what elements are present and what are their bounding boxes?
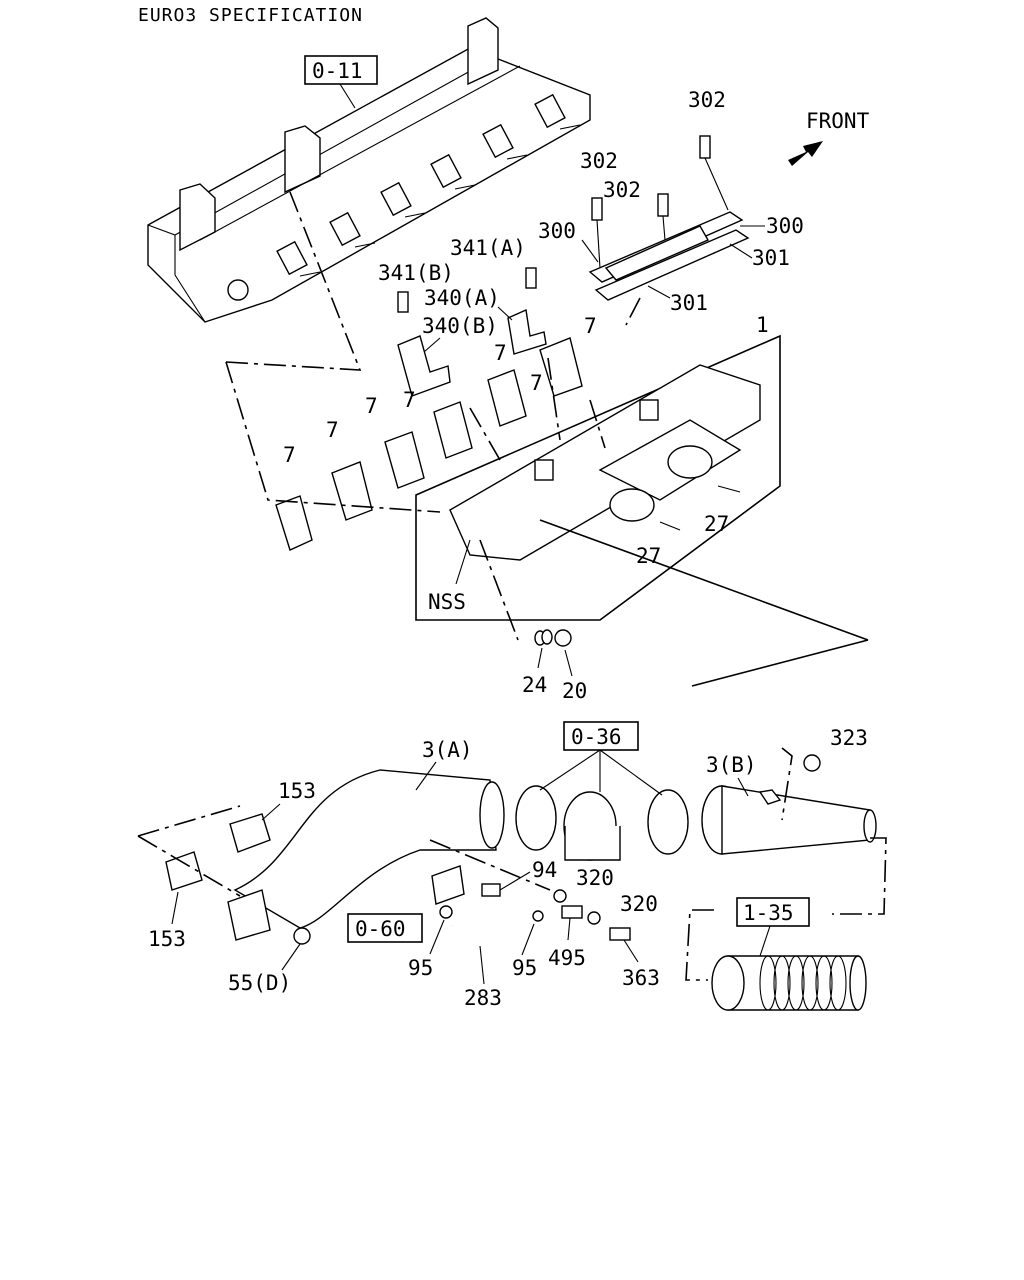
callout-7: 7 [584, 314, 597, 338]
specification-title: EURO3 SPECIFICATION [138, 5, 363, 26]
callout-300: 300 [766, 214, 804, 238]
callout-94: 94 [532, 858, 557, 882]
callout-95: 95 [512, 956, 537, 980]
callout-320: 320 [576, 866, 614, 890]
ref-box-0-11[interactable] [304, 55, 378, 85]
callout-363: 363 [622, 966, 660, 990]
callout-153: 153 [148, 927, 186, 951]
callout-1: 1 [756, 313, 769, 337]
ref-box-0-36[interactable] [563, 721, 639, 751]
gaskets-153 [165, 813, 271, 891]
callout-283: 283 [464, 986, 502, 1010]
callout-3a: 3(A) [422, 738, 473, 762]
callout-340a: 340(A) [424, 286, 500, 310]
callout-7: 7 [530, 371, 543, 395]
cylinder-head [147, 17, 591, 323]
callout-320: 320 [620, 892, 658, 916]
callout-300: 300 [538, 219, 576, 243]
callout-7: 7 [283, 443, 296, 467]
callout-302: 302 [603, 178, 641, 202]
ref-box-1-35[interactable] [736, 897, 810, 927]
callout-341b: 341(B) [378, 261, 454, 285]
callout-27: 27 [704, 512, 729, 536]
exhaust-manifold [449, 364, 761, 561]
ref-label-1-35: 1-35 [743, 901, 794, 925]
callout-7: 7 [365, 394, 378, 418]
manifold-group-frame [415, 334, 781, 621]
callout-nss: NSS [428, 590, 466, 614]
callout-7: 7 [403, 388, 416, 412]
callout-153: 153 [278, 779, 316, 803]
nut-and-washer [534, 629, 572, 647]
callout-302: 302 [580, 149, 618, 173]
callout-341a: 341(A) [450, 236, 526, 260]
callout-95: 95 [408, 956, 433, 980]
front-label: FRONT [806, 109, 870, 133]
callout-302: 302 [688, 88, 726, 112]
exhaust-pipe-3a [227, 769, 505, 945]
callout-301: 301 [752, 246, 790, 270]
sensor-bracket [431, 865, 501, 919]
callout-20: 20 [562, 679, 587, 703]
callout-340b: 340(B) [422, 314, 498, 338]
ref-label-0-60: 0-60 [355, 917, 406, 941]
callout-301: 301 [670, 291, 708, 315]
callout-3b: 3(B) [706, 753, 757, 777]
small-brackets [397, 267, 547, 397]
ref-label-0-11: 0-11 [312, 59, 363, 83]
callout-7: 7 [494, 341, 507, 365]
callout-495: 495 [548, 946, 586, 970]
bracket-assembly [588, 135, 750, 301]
flexible-bellows [711, 955, 867, 1011]
callout-55d: 55(D) [228, 971, 291, 995]
exhaust-pipe-3b [701, 754, 877, 855]
callout-323: 323 [830, 726, 868, 750]
front-arrow-icon [788, 141, 823, 166]
washers-and-bolts [532, 889, 631, 941]
callout-24: 24 [522, 673, 547, 697]
callout-7: 7 [326, 418, 339, 442]
clamps-and-sleeve [515, 785, 689, 861]
hose-283 [450, 923, 531, 945]
ref-box-0-60[interactable] [347, 913, 423, 943]
gaskets [275, 337, 583, 551]
ref-label-0-36: 0-36 [571, 725, 622, 749]
